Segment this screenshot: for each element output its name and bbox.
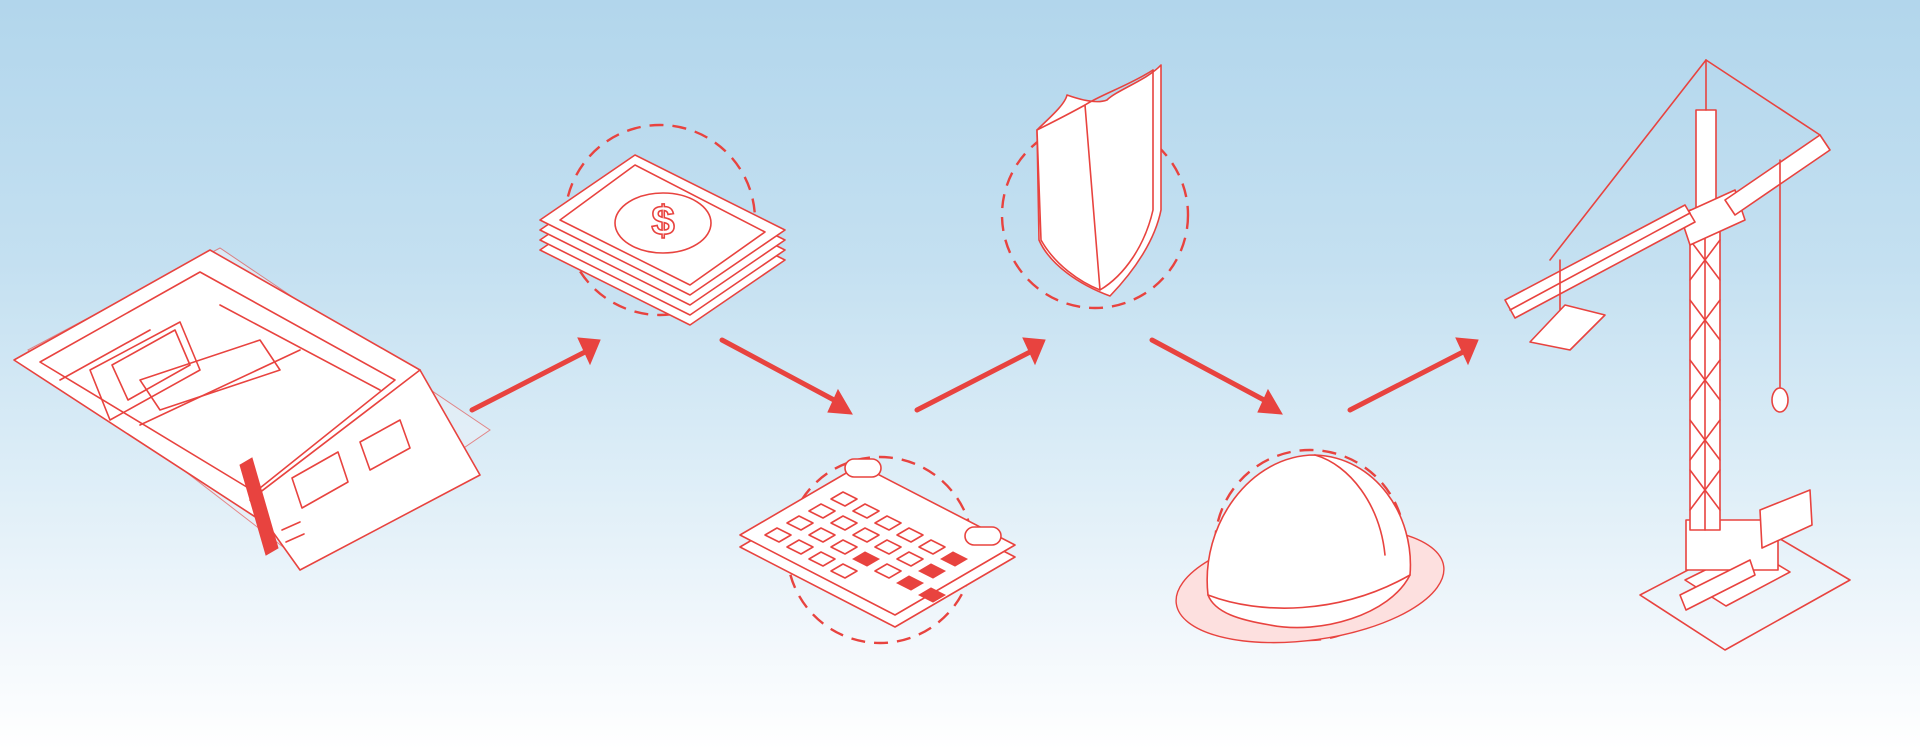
blueprint-plan-icon xyxy=(13,247,491,571)
arrow-down-right-icon xyxy=(1149,337,1283,415)
arrow-up-right-icon xyxy=(469,337,601,413)
arrow-up-right-icon xyxy=(914,337,1046,413)
tower-crane-icon xyxy=(1504,59,1851,651)
calendar-icon xyxy=(739,455,1016,645)
shield-icon xyxy=(1000,64,1190,310)
arrow-down-right-icon xyxy=(719,337,853,415)
hard-hat-icon xyxy=(1175,448,1445,644)
money-stack-icon: $ xyxy=(539,123,786,326)
arrow-up-right-icon xyxy=(1347,337,1479,413)
svg-text:$: $ xyxy=(651,197,674,244)
